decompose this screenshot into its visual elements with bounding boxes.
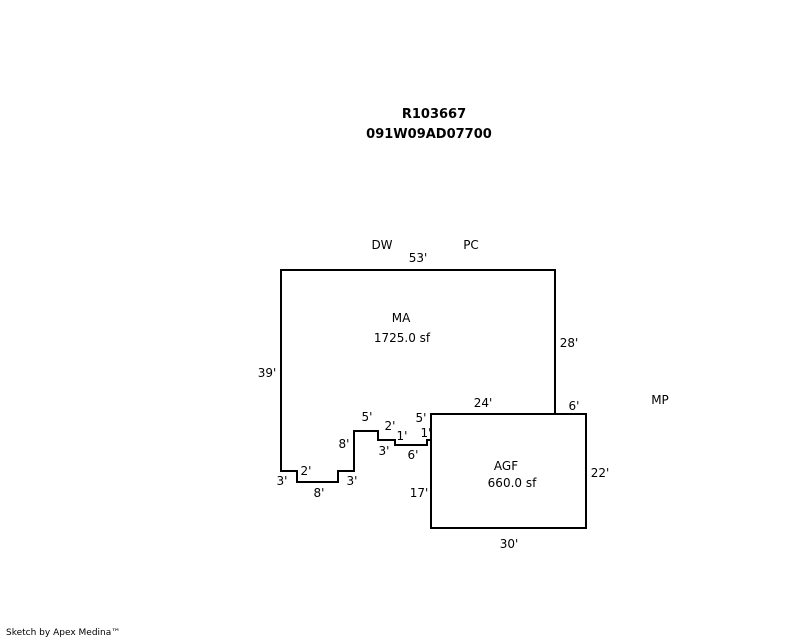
dim-step-3a: 3' [277,474,288,488]
pc-label: PC [463,238,479,252]
garage-outline [430,413,587,529]
dim-garage-bottom: 30' [500,537,519,551]
dim-step-3c: 3' [379,444,390,458]
dim-step-6: 6' [408,448,419,462]
dim-garage-left: 17' [410,486,429,500]
dim-step-3b: 3' [347,474,358,488]
parcel-id: R103667 [402,107,466,122]
dw-label: DW [371,238,392,252]
dim-step-1a: 1' [397,429,408,443]
main-area-code: MA [392,311,411,325]
mp-label: MP [651,393,669,407]
main-area-size: 1725.0 sf [374,331,431,345]
dim-garage-right: 22' [591,466,610,480]
dim-garage-top: 24' [474,396,493,410]
sketch-credit: Sketch by Apex Medina™ [6,628,121,638]
garage-area-size: 660.0 sf [488,476,537,490]
dim-step-5a: 5' [362,410,373,424]
dim-step-1b: 1' [421,426,432,440]
garage-area-code: AGF [494,459,518,473]
dim-step-8a: 8' [314,486,325,500]
dim-garage-top-right: 6' [569,399,580,413]
dim-step-2b: 2' [385,419,396,433]
dim-main-top: 53' [409,251,428,265]
map-number: 091W09AD07700 [366,127,492,142]
dim-main-right: 28' [560,336,579,350]
dim-step-8b: 8' [339,437,350,451]
dim-step-2a: 2' [301,464,312,478]
dim-main-left: 39' [258,366,277,380]
dim-step-5b: 5' [416,411,427,425]
